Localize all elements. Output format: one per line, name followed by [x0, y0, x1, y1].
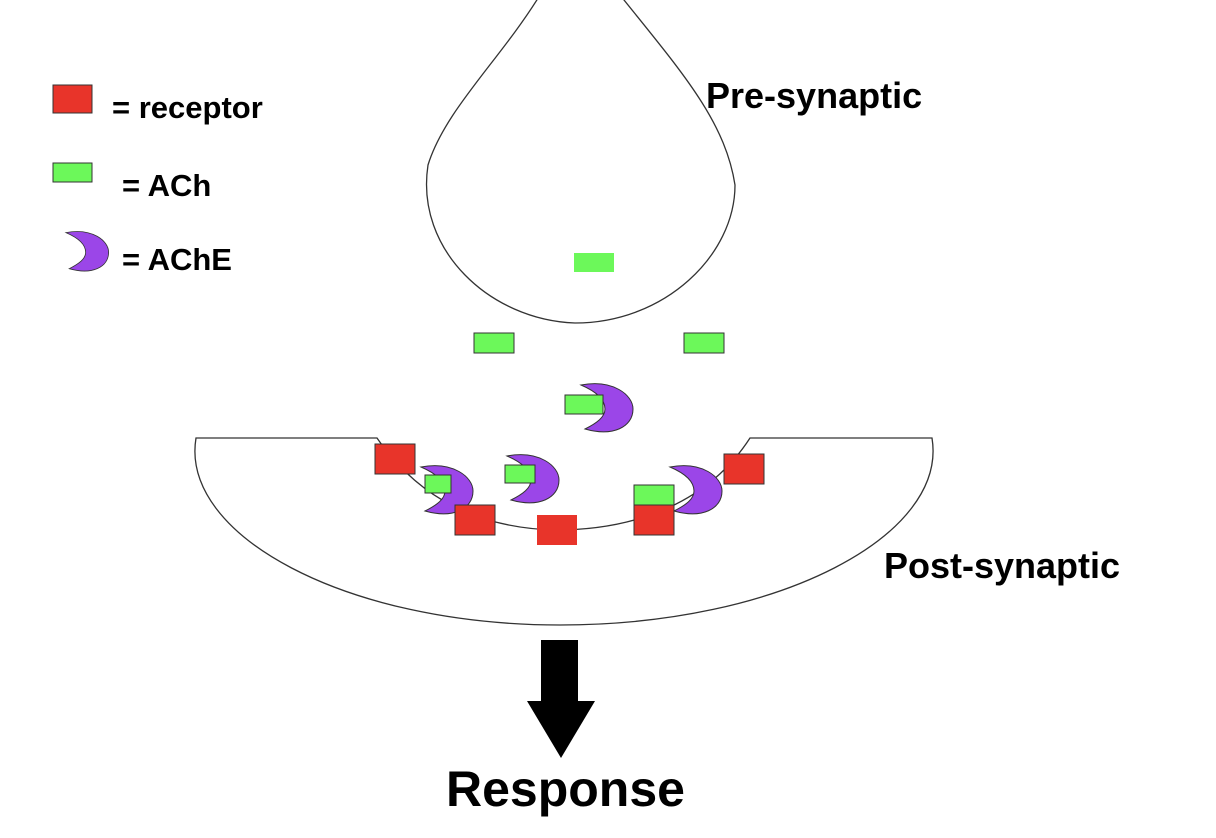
receptor	[723, 453, 765, 485]
ach-molecule	[564, 394, 604, 415]
ach-molecule	[574, 253, 614, 272]
ache-icon	[669, 465, 723, 515]
receptor	[454, 504, 496, 536]
down-arrow-icon	[527, 640, 595, 758]
legend-ache-label: = AChE	[122, 242, 232, 277]
ache-ach-complex	[420, 465, 474, 515]
ach-molecule	[424, 474, 452, 494]
arrow-head	[527, 701, 595, 758]
ach-molecule	[683, 332, 725, 354]
receptor	[633, 504, 675, 536]
post-synaptic-label: Post-synaptic	[884, 545, 1120, 586]
ach-molecule	[504, 464, 536, 484]
ache-ach-complex	[564, 383, 634, 433]
receptors	[374, 443, 765, 545]
response-label: Response	[446, 761, 685, 817]
legend-receptor-swatch	[52, 84, 93, 114]
post-synaptic-cell	[194, 437, 934, 626]
legend: = receptor = ACh = AChE	[52, 84, 263, 277]
ache-lone	[669, 465, 723, 515]
legend-ach-label: = ACh	[122, 168, 211, 203]
pre-synaptic-label: Pre-synaptic	[706, 75, 922, 116]
arrow-shaft	[541, 640, 578, 702]
legend-ach-swatch	[52, 162, 93, 183]
legend-receptor-label: = receptor	[112, 90, 263, 125]
ach-molecule	[473, 332, 515, 354]
ach-molecule-bound	[633, 484, 675, 506]
legend-ache-icon	[65, 231, 110, 272]
pre-synaptic-terminal	[425, 0, 736, 324]
ache-ach-complex	[504, 454, 560, 504]
receptor	[374, 443, 416, 475]
ach-molecules	[473, 253, 725, 354]
receptor	[537, 515, 577, 545]
